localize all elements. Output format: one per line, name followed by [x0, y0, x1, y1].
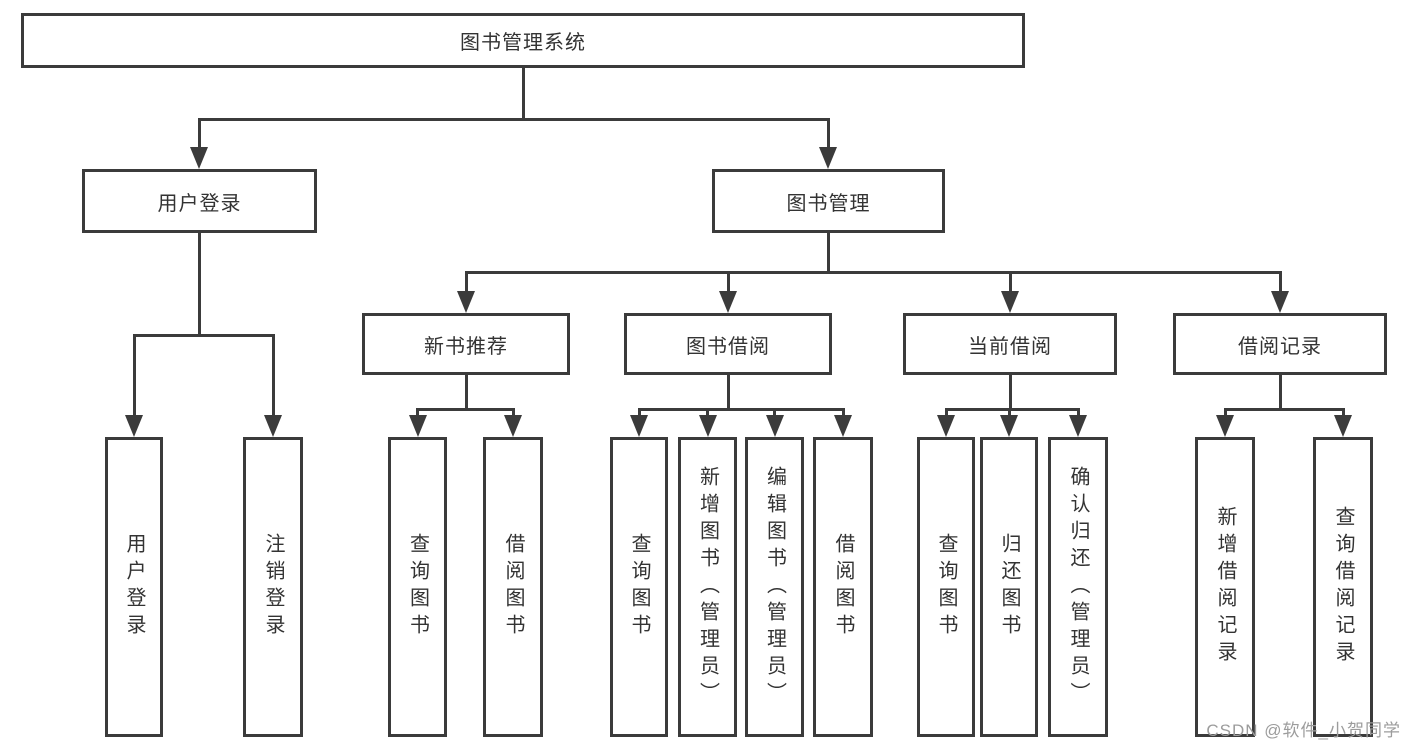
leaf-logout-login: 注销登录	[243, 437, 303, 737]
connector-drop-book-borrowing	[727, 271, 730, 294]
arrow-down-icon	[1334, 415, 1352, 437]
csdn-watermark: CSDN @软件_小贺同学	[1206, 721, 1401, 740]
connector-recommend-stem	[465, 375, 468, 411]
arrow-down-icon	[190, 147, 208, 169]
connector-book-management-stem	[827, 233, 830, 274]
connector-drop-new-book-recommend	[465, 271, 468, 294]
connector-recommend-rail	[416, 408, 515, 411]
connector-drop	[1008, 408, 1011, 420]
arrow-down-icon	[819, 147, 837, 169]
arrow-down-icon	[630, 415, 648, 437]
connector-drop	[773, 408, 776, 420]
connector-drop-book-management	[827, 118, 830, 150]
arrow-down-icon	[937, 415, 955, 437]
leaf-current-return-book: 归还图书	[980, 437, 1038, 737]
node-user-login: 用户登录	[82, 169, 317, 233]
node-current-borrowing: 当前借阅	[903, 313, 1117, 375]
arrow-down-icon	[834, 415, 852, 437]
connector-user-login-stem	[198, 233, 201, 337]
connector-level1-rail	[198, 118, 830, 121]
arrow-down-icon	[457, 291, 475, 313]
arrow-down-icon	[504, 415, 522, 437]
connector-root-stem	[522, 68, 525, 121]
leaf-borrowing-edit-book-admin: 编辑图书（管理员）	[745, 437, 804, 737]
leaf-records-add-borrow-record: 新增借阅记录	[1195, 437, 1255, 737]
connector-borrowing-stem	[727, 375, 730, 411]
connector-drop-user-login	[198, 118, 201, 150]
leaf-recommend-query-book: 查询图书	[388, 437, 447, 737]
connector-drop	[1224, 408, 1227, 420]
leaf-borrowing-borrow-book: 借阅图书	[813, 437, 873, 737]
connector-drop-borrow-records	[1279, 271, 1282, 294]
connector-records-rail	[1224, 408, 1344, 411]
connector-user-login-rail	[133, 334, 275, 337]
leaf-current-confirm-return-admin: 确认归还（管理员）	[1048, 437, 1108, 737]
node-book-borrowing: 图书借阅	[624, 313, 832, 375]
arrow-down-icon	[264, 415, 282, 437]
connector-drop	[706, 408, 709, 420]
connector-drop	[1342, 408, 1345, 420]
connector-drop	[638, 408, 641, 420]
connector-drop	[1077, 408, 1080, 420]
connector-drop	[512, 408, 515, 420]
connector-current-stem	[1009, 375, 1012, 411]
arrow-down-icon	[699, 415, 717, 437]
connector-drop	[842, 408, 845, 420]
arrow-down-icon	[409, 415, 427, 437]
connector-level2-rail	[465, 271, 1282, 274]
connector-drop-leaf-logout	[272, 334, 275, 418]
leaf-borrowing-query-book: 查询图书	[610, 437, 668, 737]
leaf-recommend-borrow-book: 借阅图书	[483, 437, 543, 737]
arrow-down-icon	[1216, 415, 1234, 437]
leaf-user-login: 用户登录	[105, 437, 163, 737]
leaf-current-query-book: 查询图书	[917, 437, 975, 737]
connector-drop-leaf-user-login	[133, 334, 136, 418]
arrow-down-icon	[1271, 291, 1289, 313]
node-borrow-records: 借阅记录	[1173, 313, 1387, 375]
arrow-down-icon	[719, 291, 737, 313]
arrow-down-icon	[125, 415, 143, 437]
connector-drop	[945, 408, 948, 420]
node-new-book-recommend: 新书推荐	[362, 313, 570, 375]
connector-drop-current-borrowing	[1009, 271, 1012, 294]
leaf-records-query-borrow-record: 查询借阅记录	[1313, 437, 1373, 737]
node-root-library-management-system: 图书管理系统	[21, 13, 1025, 68]
arrow-down-icon	[1001, 291, 1019, 313]
connector-current-rail	[945, 408, 1079, 411]
connector-drop	[416, 408, 419, 420]
node-book-management: 图书管理	[712, 169, 945, 233]
leaf-borrowing-add-book-admin: 新增图书（管理员）	[678, 437, 737, 737]
arrow-down-icon	[1000, 415, 1018, 437]
connector-records-stem	[1279, 375, 1282, 411]
arrow-down-icon	[766, 415, 784, 437]
arrow-down-icon	[1069, 415, 1087, 437]
connector-borrowing-rail	[638, 408, 845, 411]
